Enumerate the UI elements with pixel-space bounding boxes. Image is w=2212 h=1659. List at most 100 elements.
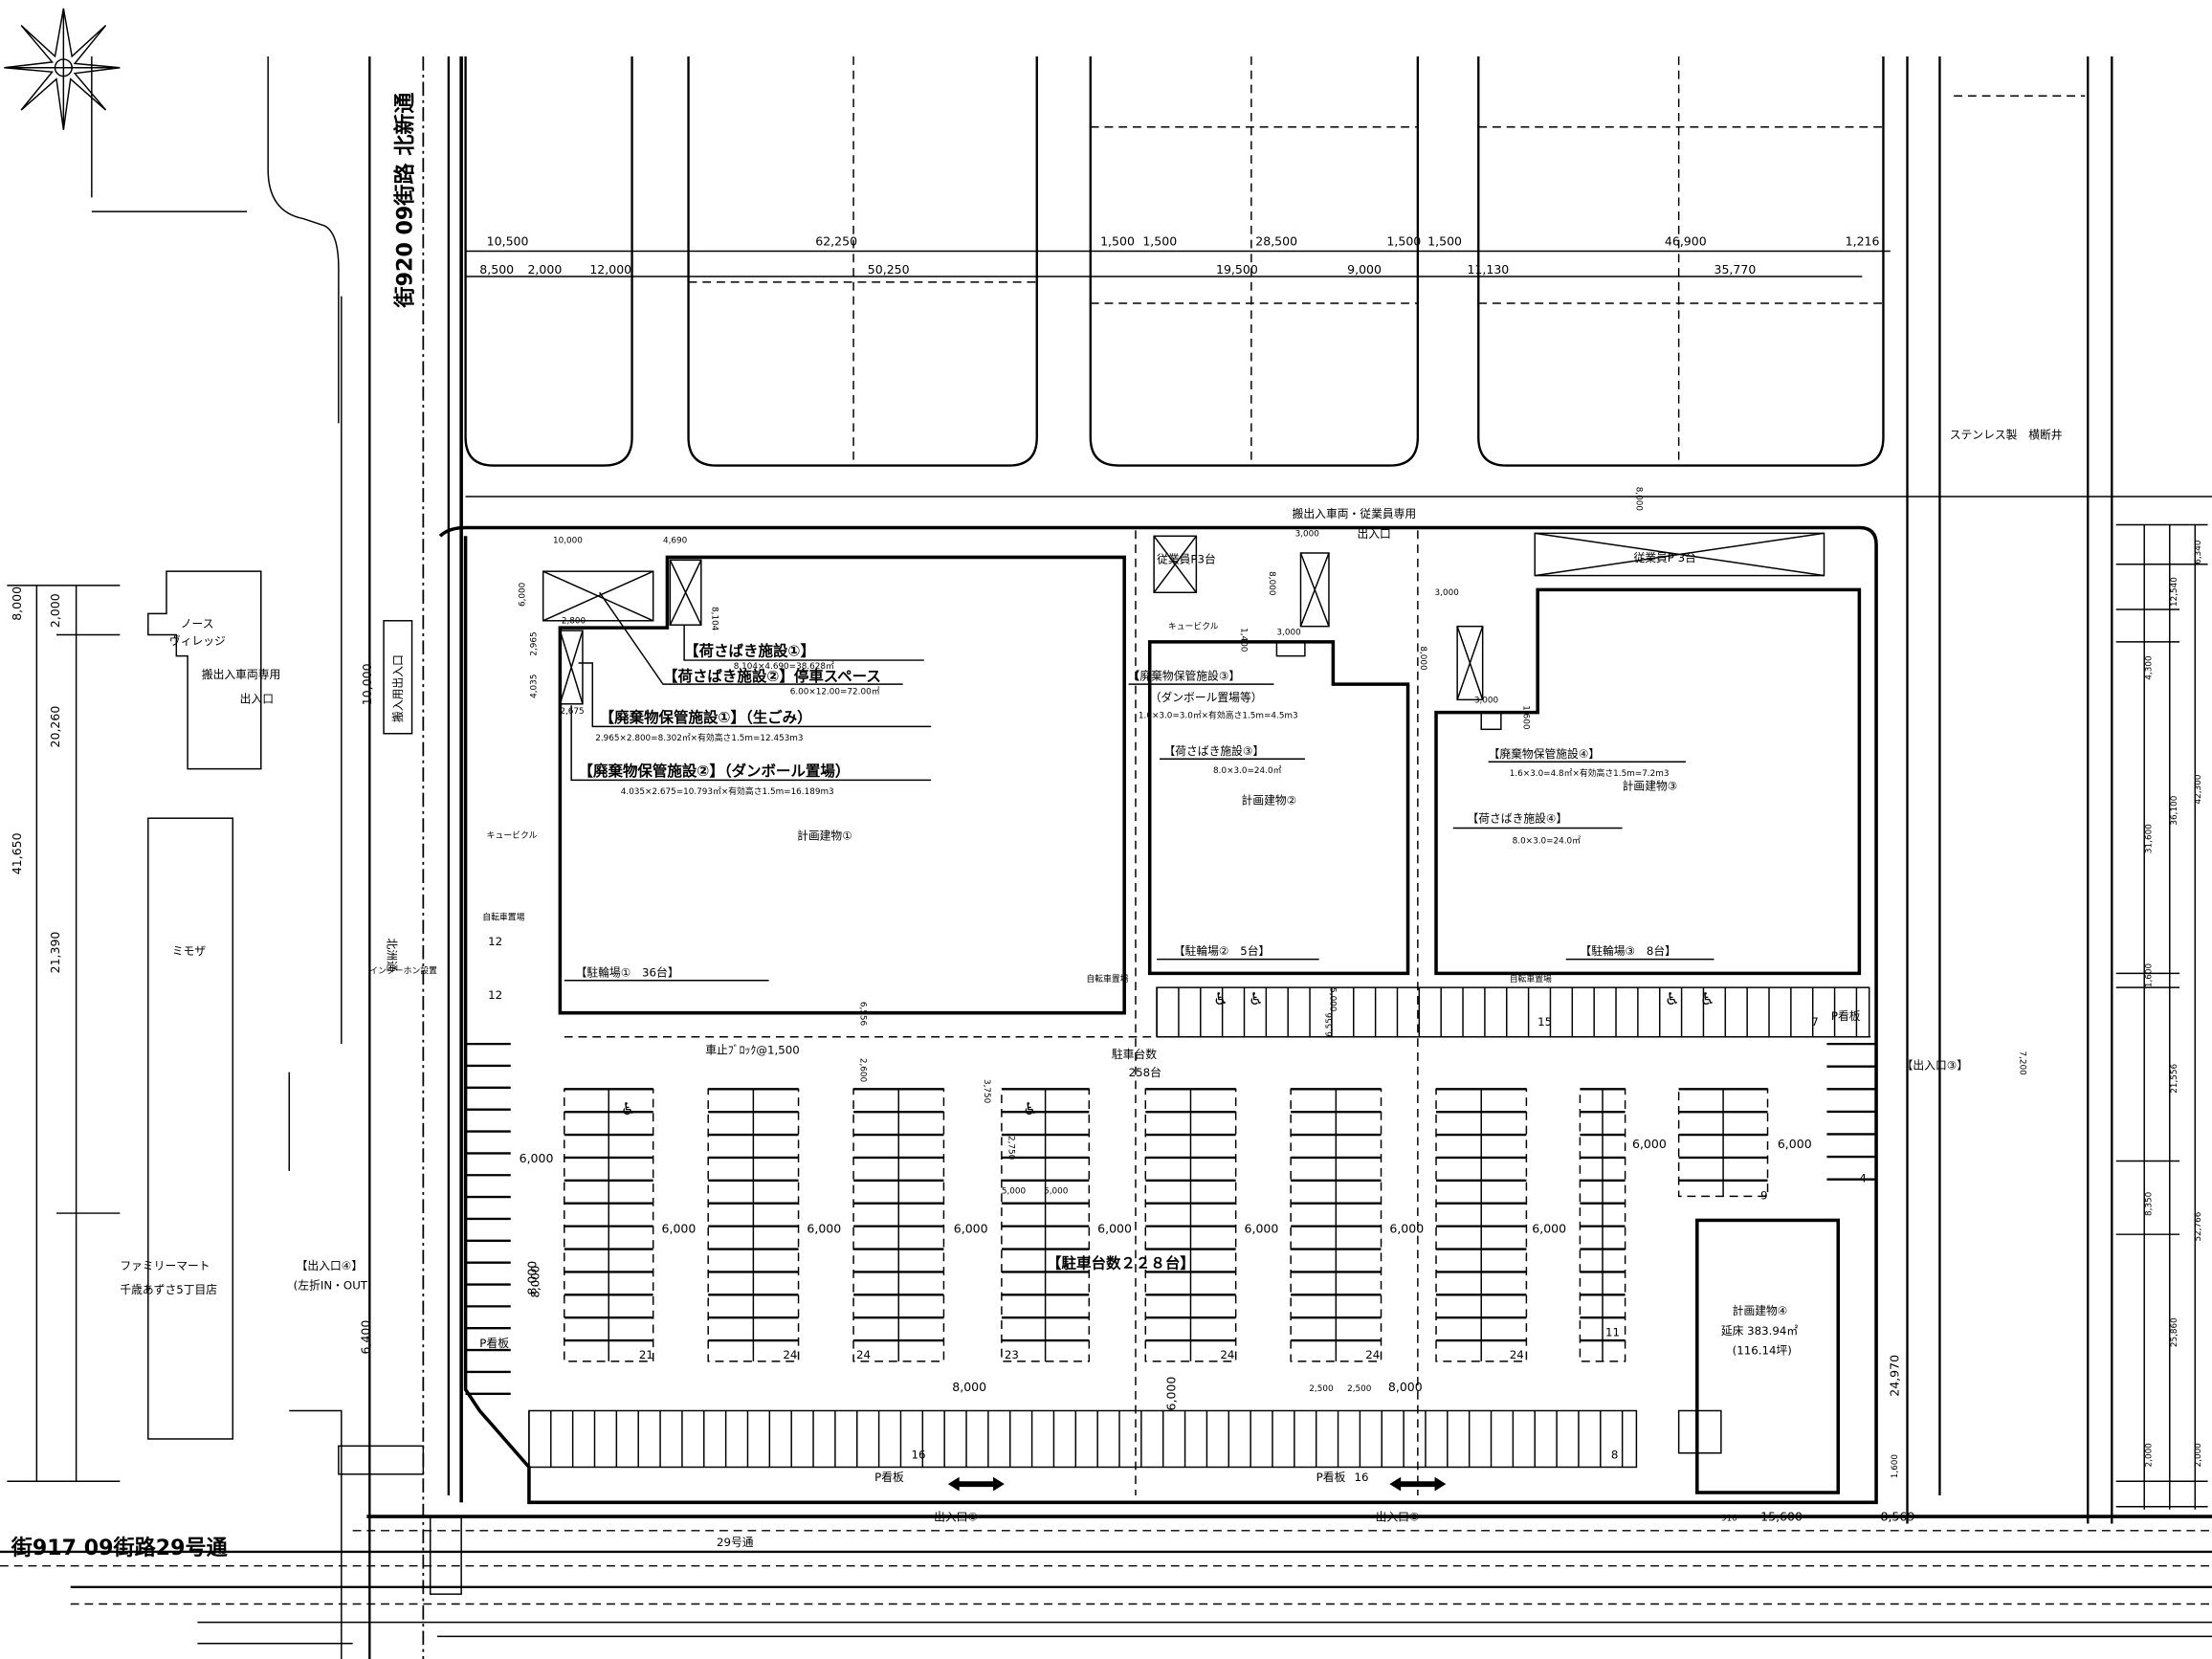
dim-text: 1,600 (1520, 705, 1530, 730)
dim-text: 21,556 (2170, 1063, 2179, 1093)
parking-row-bottom (528, 1409, 1638, 1469)
dim-text: 21,390 (48, 932, 62, 974)
dim-text: 35,770 (1714, 262, 1757, 276)
dim-text: 8,500 (479, 262, 514, 276)
stall-count: 7 (1811, 1015, 1819, 1029)
parking-row-top (1156, 986, 1870, 1038)
dim-text: 50,250 (868, 262, 910, 276)
loading-facility-4-calc: 8.0×3.0=24.0㎡ (1513, 836, 1582, 847)
bike-area-label: 自転車置場 (482, 911, 524, 922)
cubicle-label: キュービクル (1168, 622, 1219, 632)
dim-text: 25,860 (2170, 1317, 2179, 1347)
stainless-label: ステンレス製 横断井 (1950, 429, 2063, 442)
entrance-1-label[interactable]: 出入口① (934, 1511, 978, 1524)
service-entrance-label: 搬出入車両専用 (202, 668, 280, 681)
building-1-name: 計画建物① (797, 829, 852, 842)
entrance-4-label[interactable]: 【出入口④】 (297, 1259, 363, 1272)
south-road-short-label: 29号通 (717, 1536, 754, 1549)
p-sign-label: P看板 (1316, 1471, 1346, 1484)
dim-text: 3,000 (1474, 696, 1499, 705)
parking-labels: 車止ﾌﾞﾛｯｸ@1,500 駐車台数 258台 【駐車台数２２８台】 6,000… (369, 830, 2026, 1524)
dim-text: 52,766 (2194, 1211, 2203, 1241)
entrance-4-label[interactable]: (左折IN・OUT) (294, 1279, 372, 1293)
dim-text: 8,000 (1267, 571, 1276, 596)
dim-text: 8,000 (528, 1266, 542, 1298)
building-2-name: 計画建物② (1242, 793, 1297, 807)
stall-count: 8 (1611, 1449, 1619, 1462)
dim-text: 6,556 (1325, 1012, 1335, 1037)
aisle-dim: 6,000 (1389, 1222, 1424, 1236)
dim-text: 62,250 (815, 234, 857, 249)
entrance-2-label[interactable]: 出入口② (1376, 1511, 1420, 1524)
dim-text: 2,750 (1006, 1136, 1015, 1161)
delivery-entrance-label: 搬入用出入口 (391, 654, 405, 722)
row-count: 11 (1605, 1325, 1620, 1338)
dim-text: 1,400 (1239, 628, 1249, 653)
wheelchair-icon: ♿ (621, 1100, 636, 1119)
stall-count: 16 (1355, 1471, 1369, 1484)
row-count: 23 (1005, 1348, 1019, 1361)
dim-text: 10,000 (360, 663, 374, 705)
loading-facility-2-label: 【荷さばき施設②】停車スペース (663, 667, 881, 685)
stall-count: 9 (1760, 1188, 1768, 1202)
wheelchair-icon: ♿ (1665, 990, 1680, 1009)
dim-text: 6,000 (1163, 1377, 1178, 1411)
dim-text: 1,500 (1427, 234, 1462, 249)
top-entrance-label: 搬出入車両・従業員専用 (1293, 507, 1417, 520)
row-count: 24 (1365, 1348, 1380, 1361)
building-4: 計画建物④ 延床 383.94㎡ (116.14坪) (1677, 1218, 1841, 1494)
dim-text: 6,000 (519, 582, 528, 607)
right-dimensions: 6,340 12,540 4,300 42,300 36,100 31,600 … (2115, 523, 2208, 1510)
waste-facility-1-label: 【廃棄物保管施設①】（生ごみ） (600, 708, 812, 726)
dim-text: 1,600 (1891, 1454, 1900, 1479)
aisle-dim: 6,000 (1532, 1222, 1566, 1236)
dim-text: 15,600 (1760, 1510, 1803, 1524)
aisle-dim: 6,000 (662, 1222, 697, 1236)
dim-text: 7,200 (2017, 1051, 2026, 1075)
dim-text: 8,104 (710, 607, 719, 631)
aisle-dim: 6,000 (1632, 1137, 1667, 1151)
west-side-road-label: 北洲通 (385, 939, 398, 973)
wheelchair-icon: ♿ (1249, 990, 1264, 1009)
dim-text: 3,000 (1295, 529, 1320, 539)
building-4-floor-area: 延床 383.94㎡ (1721, 1324, 1799, 1338)
stall-count: 16 (912, 1449, 926, 1462)
stall-count: 12 (488, 988, 502, 1002)
dim-text: 19,500 (1216, 262, 1258, 276)
arrow-icon (947, 1476, 1005, 1492)
left-dimensions: 8,000 2,000 20,260 41,650 21,390 10,000 … (7, 585, 539, 1482)
dim-text: 8,000 (952, 1380, 986, 1394)
aisle-dim: 6,000 (807, 1222, 841, 1236)
dim-text: 8,000 (1418, 646, 1427, 671)
dim-text: 6,340 (2194, 540, 2203, 564)
intercom-label: インターホン設置 (369, 964, 437, 976)
dim-text: 28,500 (1255, 234, 1297, 249)
row-count: 24 (783, 1348, 797, 1361)
waste-facility-4-calc: 1.6×3.0=4.8㎡×有効高さ1.5m=7.2m3 (1510, 767, 1670, 779)
dim-text: 5,000 (1327, 987, 1337, 1012)
row-count: 24 (1220, 1348, 1234, 1361)
parking-count-value: 258台 (1129, 1066, 1161, 1079)
dim-text: 5,000 (1044, 1186, 1069, 1196)
building-4-name: 計画建物④ (1733, 1304, 1788, 1317)
dim-text: 24,970 (1888, 1355, 1902, 1397)
dim-text: 2,800 (562, 617, 586, 627)
parking-count-total: 【駐車台数２２８台】 (1047, 1254, 1195, 1272)
compass-rose-icon (4, 8, 121, 130)
entrance-3-label[interactable]: 【出入口③】 (1902, 1059, 1968, 1073)
north-blocks (464, 55, 1891, 467)
waste-facility-3-sub: （ダンボール置場等） (1150, 691, 1263, 704)
dim-text: 2,600 (857, 1058, 867, 1083)
stall-count: 12 (488, 935, 502, 948)
waste-facility-3-calc: 1.0×3.0=3.0㎡×有効高さ1.5m=4.5m3 (1139, 710, 1298, 721)
dim-text: 4,300 (2145, 655, 2155, 680)
dim-text: 42,300 (2194, 774, 2203, 804)
dim-text: 2,500 (1347, 1384, 1372, 1394)
dim-text: 8,350 (2145, 1191, 2155, 1216)
dim-text: 8,000 (10, 586, 24, 621)
bike-parking-1-label: 【駐輪場① 36台】 (576, 965, 679, 979)
building-2: 従業員P3台 キュービクル 【廃棄物保管施設③】 （ダンボール置場等） 1.0×… (1129, 535, 1410, 976)
dim-text: 4,690 (663, 537, 688, 546)
p-sign-label: P看板 (874, 1471, 904, 1484)
